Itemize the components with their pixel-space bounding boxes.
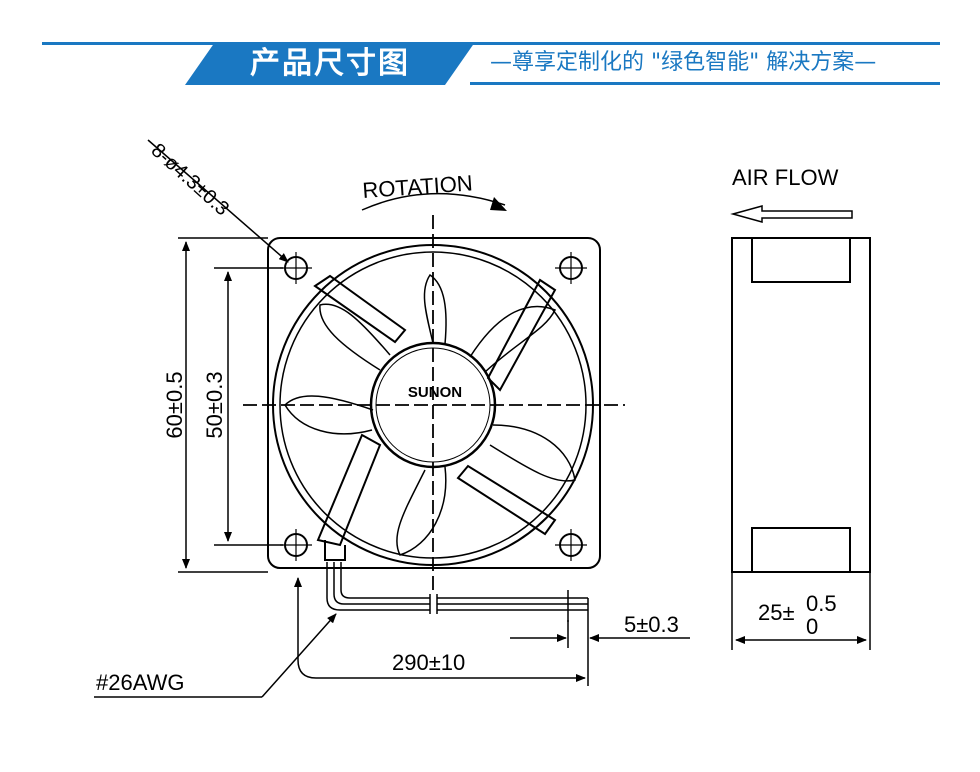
side-bottom-flange [751,527,851,573]
blade-5 [319,303,391,371]
dim-holes-label: 50±0.3 [202,371,227,438]
rotation-label: ROTATION [362,170,474,203]
dim-lead [510,598,690,686]
wire-channel [324,540,346,561]
dim-cable [294,577,586,682]
blade-2 [489,424,576,482]
fan-spokes [313,274,557,561]
side-top-flange [751,237,851,283]
page-title: 产品尺寸图 [250,46,410,81]
brand-label: SUNON [408,384,462,401]
airflow-arrow [730,205,853,223]
header-rule-top [42,42,940,45]
center-lines [243,215,625,595]
page-subtitle: —尊享定制化的 "绿色智能" 解决方案— [490,50,877,75]
rotation-arrowhead [490,197,507,211]
side-body [731,237,871,573]
wire-gauge-label: #26AWG [96,670,184,695]
rotation-arrow [361,192,506,211]
hole-spec-leader [147,139,289,263]
dim-depth-base: 25± [758,600,795,625]
front-view [243,215,625,595]
spoke-top-right [486,278,557,392]
header: 产品尺寸图 —尊享定制化的 "绿色智能" 解决方案— [0,0,980,100]
airflow-label: AIR FLOW [732,165,839,190]
spoke-bottom-right [456,464,557,536]
blade-6 [423,273,447,345]
blade-4 [284,395,374,435]
title-tab [185,42,475,85]
spoke-bottom-left-wire [316,433,382,547]
dim-outer [178,237,268,573]
hole-spec-label: 8-ø4.3±0.3 [147,139,234,220]
blade-3 [396,466,447,556]
dim-depth-lower: 0 [806,614,818,639]
dim-outer-label: 60±0.5 [162,371,187,438]
dim-depth-upper: 0.5 [806,591,837,616]
header-rule-bottom [470,82,940,85]
dim-lead-label: 5±0.3 [624,612,679,637]
fan-frame [267,237,601,569]
fan-blades [284,273,576,556]
dim-cable-label: 290±10 [392,650,465,675]
side-view [731,237,871,650]
wire-gauge-leader [94,613,337,698]
blade-1 [469,305,557,373]
hole-crosshairs [280,252,587,561]
spoke-top-left [313,274,407,344]
cable [326,562,588,622]
dim-holes [214,267,283,546]
